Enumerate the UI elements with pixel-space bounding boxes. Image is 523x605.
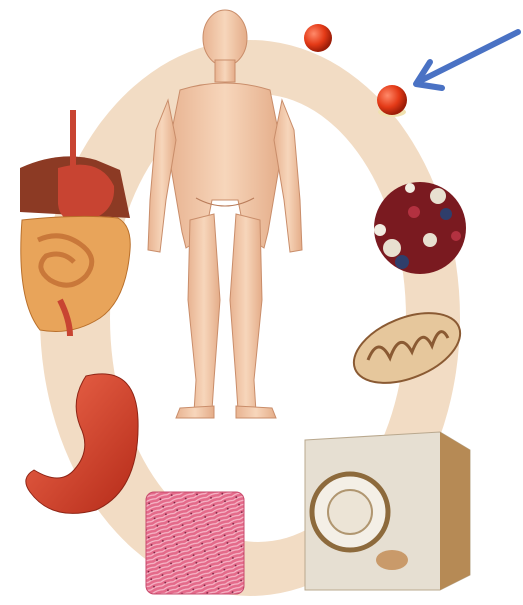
arrow-pointer-icon [416,32,518,88]
muscle-tissue-icon [146,492,244,594]
atom-icon [304,24,332,52]
protein-icon [374,182,466,274]
molecule-icon [377,85,407,117]
cell-icon [305,432,470,590]
